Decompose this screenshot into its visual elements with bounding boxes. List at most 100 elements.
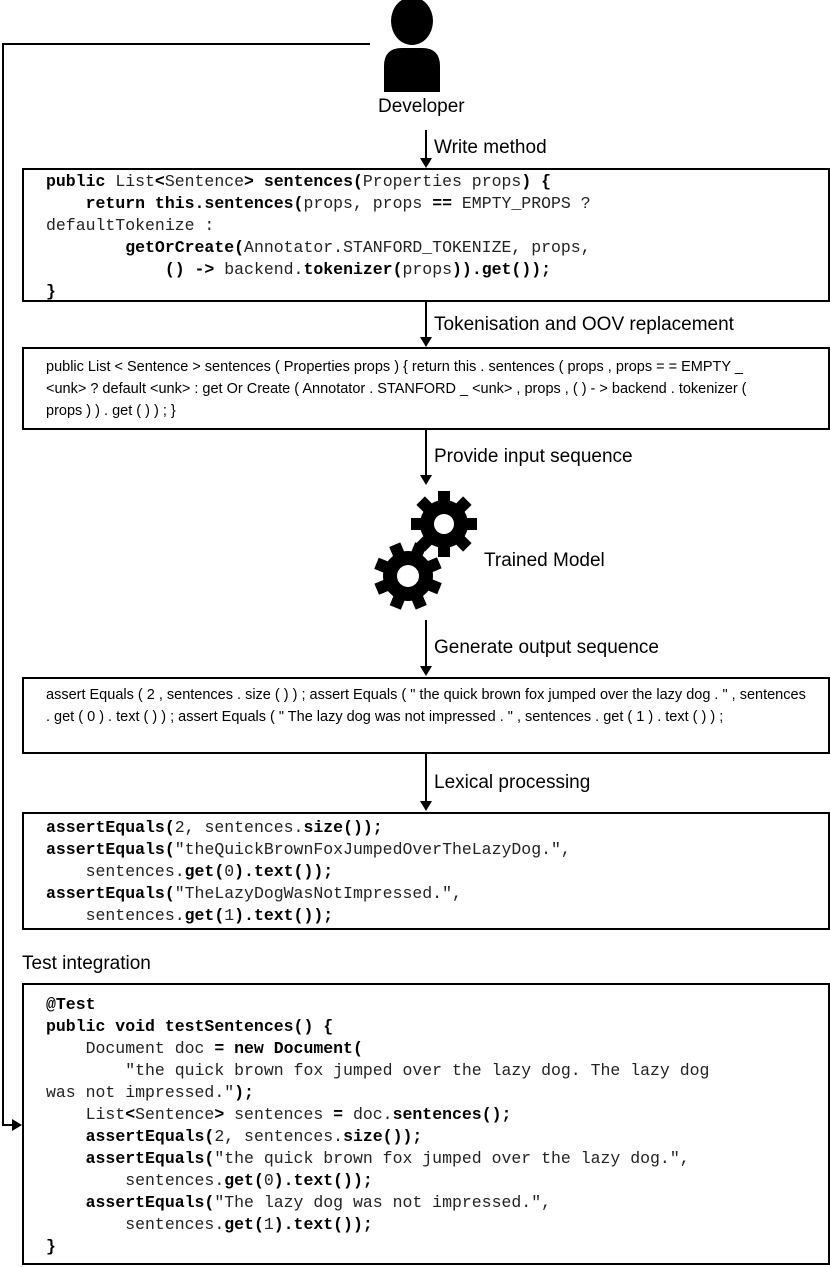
token-input-box: public List < Sentence > sentences ( Pro… xyxy=(22,347,830,430)
code-token: = new Document( xyxy=(214,1039,363,1058)
code-token: List xyxy=(115,172,155,191)
step-label-provide-input: Provide input sequence xyxy=(434,446,633,467)
code-token: sentences. xyxy=(46,862,185,881)
arrowhead-write-method xyxy=(420,158,432,168)
method-code-box: public List<Sentence> sentences(Properti… xyxy=(22,168,830,302)
code-token: Annotator.STANFORD_TOKENIZE, props, xyxy=(244,238,591,257)
code-token: get( xyxy=(224,1215,264,1234)
code-token: @Test xyxy=(46,995,96,1014)
code-token: EMPTY_PROPS ? xyxy=(452,194,591,213)
code-token xyxy=(46,238,125,257)
code-token: Document doc xyxy=(46,1039,215,1058)
code-line: sentences.get(0).text()); xyxy=(46,861,571,883)
step-label-test-integration: Test integration xyxy=(22,953,151,974)
code-token: ).text()); xyxy=(234,862,334,881)
code-token: size()); xyxy=(343,1127,423,1146)
code-token: assertEquals( xyxy=(46,884,175,903)
arrow-lexical xyxy=(425,754,427,801)
code-token: == xyxy=(432,194,452,213)
developer-person-icon xyxy=(384,0,440,92)
code-token: assertEquals( xyxy=(85,1127,215,1146)
code-token: doc. xyxy=(343,1105,393,1124)
code-token: < xyxy=(125,1105,136,1124)
code-token: assertEquals( xyxy=(46,840,175,859)
token-output-box: assert Equals ( 2 , sentences . size ( )… xyxy=(22,677,830,754)
code-line: } xyxy=(46,1236,709,1258)
arrowhead-tokenisation xyxy=(420,337,432,347)
code-token: 0 xyxy=(224,862,235,881)
code-token: } xyxy=(46,1237,56,1256)
feedback-arrowhead xyxy=(12,1119,22,1131)
code-line: assertEquals("The lazy dog was not impre… xyxy=(46,1192,709,1214)
code-token: assertEquals( xyxy=(85,1149,215,1168)
arrow-generate-output xyxy=(425,620,427,666)
code-token: ).text()); xyxy=(234,906,334,925)
code-token: () -> xyxy=(164,260,215,279)
code-line: assertEquals("theQuickBrownFoxJumpedOver… xyxy=(46,839,571,861)
code-token: 2, sentences. xyxy=(174,818,304,837)
code-token: sentences. xyxy=(46,1215,225,1234)
code-line: assertEquals(2, sentences.size()); xyxy=(46,817,571,839)
code-token: public xyxy=(46,172,116,191)
code-line: Document doc = new Document( xyxy=(46,1038,709,1060)
code-token: sentences(); xyxy=(392,1105,512,1124)
code-token: tokenizer( xyxy=(303,260,403,279)
lexical-code: assertEquals(2, sentences.size());assert… xyxy=(46,817,571,927)
code-token: backend. xyxy=(214,260,304,279)
arrow-provide-input xyxy=(425,430,427,475)
code-token: ); xyxy=(234,1083,254,1102)
arrow-write-method xyxy=(425,130,427,158)
code-token: = xyxy=(333,1105,344,1124)
code-token: ) { xyxy=(521,172,552,191)
code-token: Sentence xyxy=(164,172,245,191)
arrowhead-provide-input xyxy=(420,475,432,485)
method-code: public List<Sentence> sentences(Properti… xyxy=(46,171,591,303)
arrow-tokenisation xyxy=(425,302,427,338)
code-token: 1 xyxy=(263,1215,274,1234)
code-token: < xyxy=(154,172,165,191)
test-code: @Test public void testSentences() { Docum… xyxy=(46,994,709,1258)
arrowhead-generate-output xyxy=(420,666,432,676)
trained-model-gears-icon xyxy=(374,491,477,610)
code-token: getOrCreate( xyxy=(125,238,245,257)
code-token: ).text()); xyxy=(273,1171,373,1190)
code-token xyxy=(46,260,165,279)
code-token: assertEquals( xyxy=(46,818,175,837)
code-line: assertEquals(2, sentences.size()); xyxy=(46,1126,709,1148)
token-output-text: assert Equals ( 2 , sentences . size ( )… xyxy=(46,687,806,725)
code-token: sentences( xyxy=(263,172,363,191)
code-token: 0 xyxy=(263,1171,274,1190)
code-token: get( xyxy=(184,906,225,925)
code-line: "the quick brown fox jumped over the laz… xyxy=(46,1060,709,1082)
code-token xyxy=(46,1193,86,1212)
code-line: assertEquals("TheLazyDogWasNotImpressed.… xyxy=(46,883,571,905)
code-line: return this.sentences(props, props == EM… xyxy=(46,193,591,215)
code-token: get( xyxy=(184,862,225,881)
feedback-line-top xyxy=(2,43,370,45)
step-label-generate-output: Generate output sequence xyxy=(434,637,660,658)
code-token: 2, sentences. xyxy=(214,1127,344,1146)
developer-label: Developer xyxy=(378,96,465,117)
code-token: sentences. xyxy=(46,906,185,925)
code-line: sentences.get(1).text()); xyxy=(46,905,571,927)
code-token: > xyxy=(244,172,264,191)
code-token: sentences. xyxy=(46,1171,225,1190)
test-code-box: @Test public void testSentences() { Docum… xyxy=(22,983,830,1265)
code-line: sentences.get(1).text()); xyxy=(46,1214,709,1236)
code-line: () -> backend.tokenizer(props)).get()); xyxy=(46,259,591,281)
code-token: "TheLazyDogWasNotImpressed.", xyxy=(174,884,462,903)
token-input-text: public List < Sentence > sentences ( Pro… xyxy=(46,359,747,419)
code-token: public void testSentences() { xyxy=(46,1017,334,1036)
code-token: return this.sentences( xyxy=(85,194,304,213)
code-line: public List<Sentence> sentences(Properti… xyxy=(46,171,591,193)
code-token: Sentence xyxy=(135,1105,215,1124)
code-token xyxy=(46,1127,86,1146)
code-token: 1 xyxy=(224,906,235,925)
code-token: Properties props xyxy=(362,172,522,191)
code-token: sentences xyxy=(224,1105,334,1124)
code-token: ).text()); xyxy=(273,1215,373,1234)
code-token: assertEquals( xyxy=(85,1193,215,1212)
code-token: defaultTokenize : xyxy=(46,216,215,235)
code-token: get( xyxy=(224,1171,264,1190)
code-token: "the quick brown fox jumped over the laz… xyxy=(46,1061,710,1080)
